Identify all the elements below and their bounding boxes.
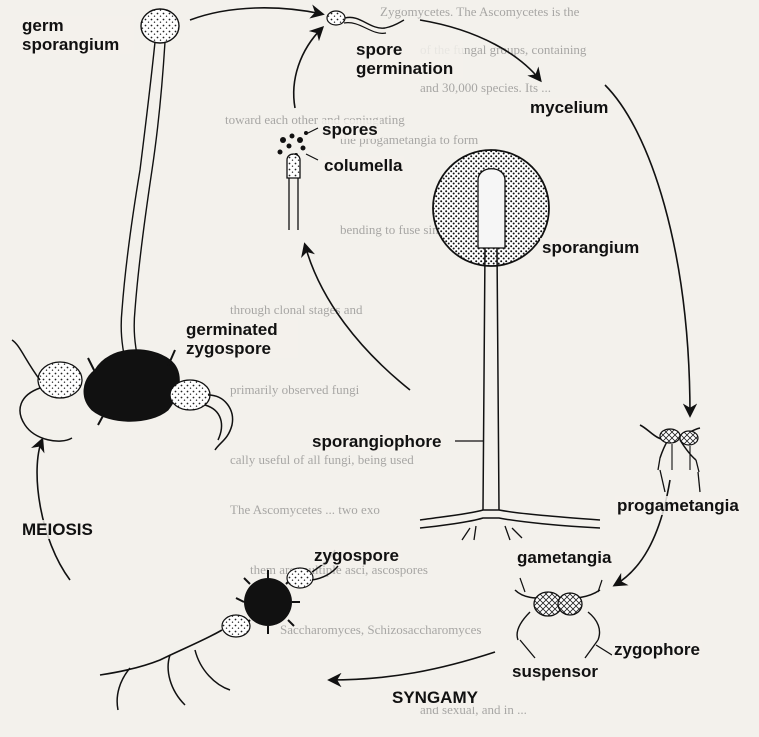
arrow-sporangium-to-columella xyxy=(305,245,410,390)
sporangium-drawing xyxy=(420,150,600,540)
columella-drawing xyxy=(278,128,319,230)
label-spore-germination: spore germination xyxy=(354,40,463,78)
label-suspensor: suspensor xyxy=(510,662,600,681)
progametangia-leader-2 xyxy=(698,472,700,492)
germ-sporangium-drawing xyxy=(121,9,179,360)
label-sporangiophore: sporangiophore xyxy=(310,432,443,451)
label-germinated-zygospore: germinated zygospore xyxy=(184,320,298,358)
arrow-to-spore-germination xyxy=(190,8,322,20)
label-syngamy: SYNGAMY xyxy=(390,688,480,707)
spore-germination-text: spore germination xyxy=(356,40,453,78)
progametangia-drawing xyxy=(640,425,700,472)
spore-germination-drawing xyxy=(327,11,404,33)
label-zygophore: zygophore xyxy=(612,640,702,659)
label-gametangia: gametangia xyxy=(515,548,613,567)
label-columella: columella xyxy=(322,156,404,175)
suspensor-leader-1 xyxy=(520,640,535,658)
gametangia-drawing xyxy=(515,578,602,640)
label-progametangia: progametangia xyxy=(615,496,741,515)
arrow-syngamy xyxy=(330,652,495,680)
label-spores: spores xyxy=(320,120,380,139)
arrow-columella-to-spores xyxy=(294,28,322,108)
zygospore-drawing xyxy=(100,550,338,710)
arrow-meiosis xyxy=(37,440,70,580)
label-mycelium: mycelium xyxy=(528,98,610,117)
label-germ-sporangium: germ sporangium xyxy=(20,16,134,54)
suspensor-leader-2 xyxy=(585,640,598,658)
label-sporangium: sporangium xyxy=(540,238,641,257)
germ-sporangium-text: germ sporangium xyxy=(22,16,119,54)
label-zygospore: zygospore xyxy=(312,546,401,565)
zygophore-leader xyxy=(596,645,612,655)
label-meiosis: MEIOSIS xyxy=(20,520,95,539)
progametangia-leader-1 xyxy=(660,470,665,492)
